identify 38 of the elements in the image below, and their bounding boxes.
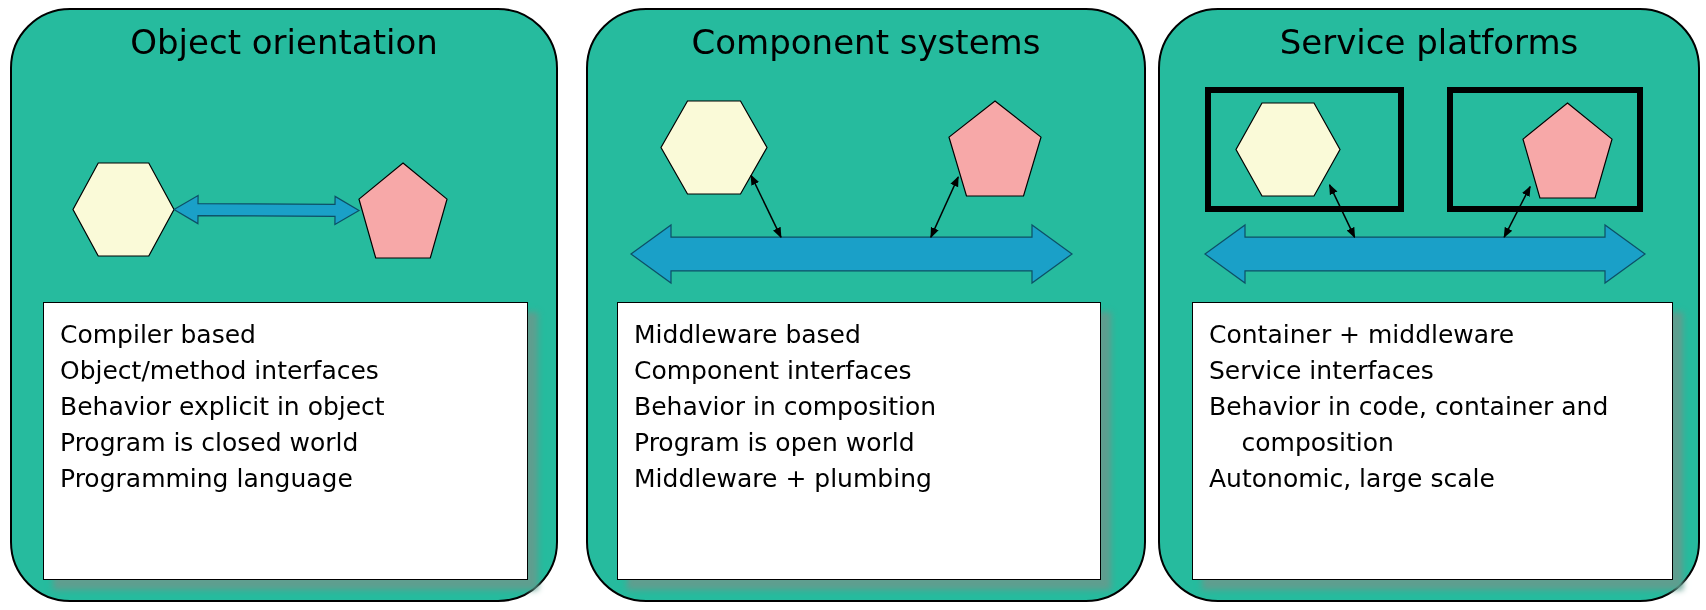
pentagon-shape	[949, 101, 1041, 196]
panel	[586, 8, 1146, 602]
text-line: Program is open world	[634, 427, 916, 459]
hexagon-shape	[1236, 103, 1340, 196]
panel-title: Service platforms	[1278, 22, 1580, 62]
text-line: Object/method interfaces	[60, 355, 380, 387]
text-line: Autonomic, large scale	[1209, 463, 1496, 495]
text-line: Middleware + plumbing	[634, 463, 933, 495]
hexagon-shape	[73, 163, 174, 256]
arrow	[750, 174, 782, 239]
double-block-arrow	[172, 194, 361, 226]
arrow	[930, 176, 959, 239]
text-line: Behavior in code, container and composition	[1209, 391, 1610, 459]
middleware-bus	[631, 225, 1072, 283]
panel-title: Object orientation	[129, 22, 439, 62]
hexagon-shape	[661, 101, 767, 194]
container-frame	[1205, 87, 1404, 212]
arrow	[1503, 185, 1531, 239]
pentagon-shape	[359, 163, 447, 258]
text-line: Compiler based	[60, 319, 257, 351]
middleware-bus	[1205, 225, 1645, 283]
text-line: Component interfaces	[634, 355, 913, 387]
text-panel	[1192, 302, 1673, 580]
container-frame	[1447, 87, 1643, 212]
text-line: Programming language	[60, 463, 354, 495]
text-panel	[617, 302, 1101, 580]
text-line: Behavior in composition	[634, 391, 938, 423]
panel	[10, 8, 558, 602]
pentagon-shape	[1523, 103, 1612, 198]
text-line: Behavior explicit in object	[60, 391, 386, 423]
text-line: Container + middleware	[1209, 319, 1516, 351]
text-panel	[43, 302, 528, 580]
panel-title: Component systems	[690, 22, 1042, 62]
text-line: Middleware based	[634, 319, 862, 351]
panel	[1158, 8, 1700, 602]
text-line: Service interfaces	[1209, 355, 1435, 387]
text-line: Program is closed world	[60, 427, 360, 459]
arrow	[1328, 183, 1356, 239]
